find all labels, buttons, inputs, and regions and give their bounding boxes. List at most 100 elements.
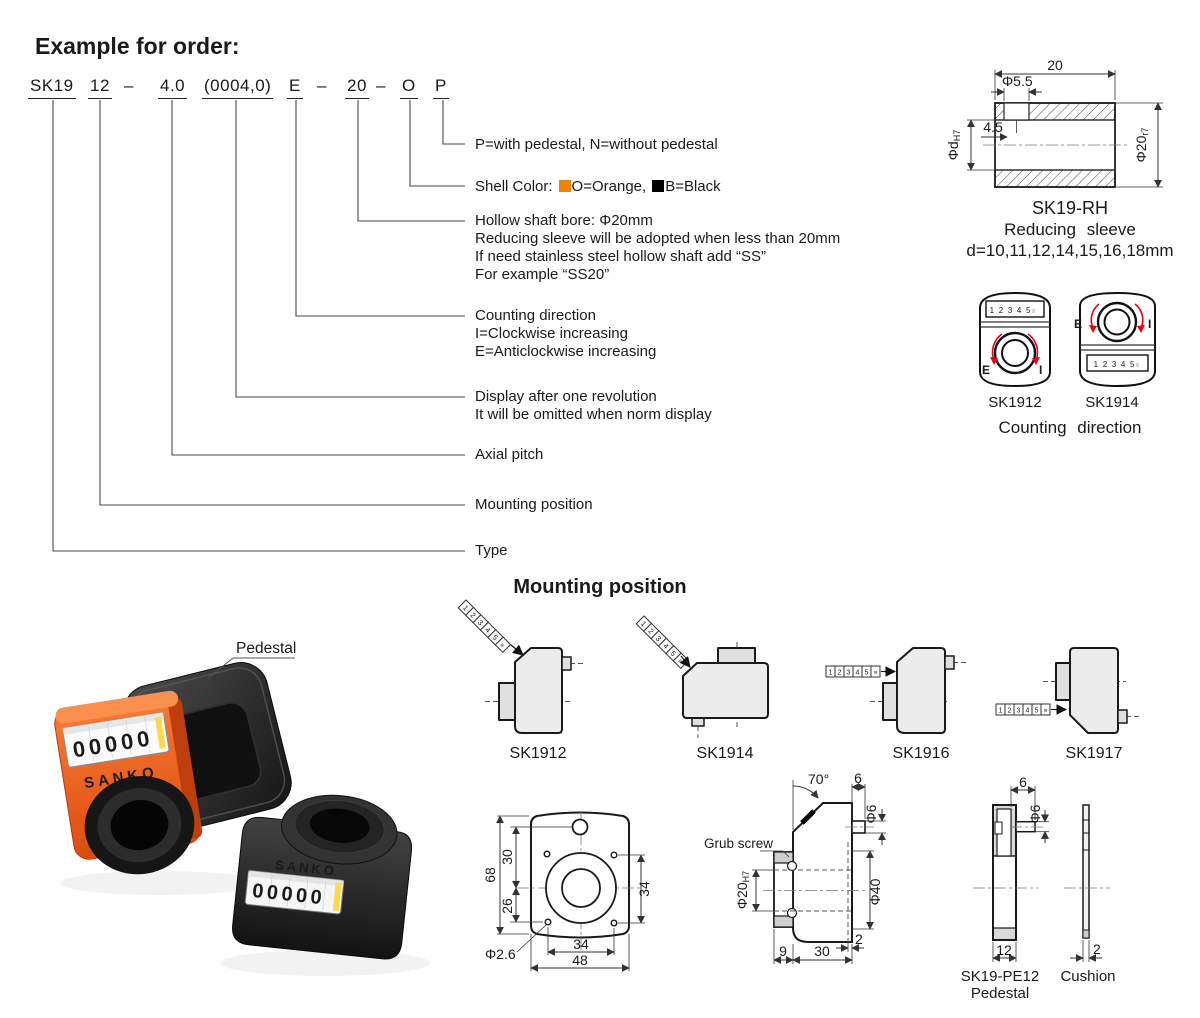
counting-fig-sk1912: 1 2 3 4 5≡ E I	[979, 291, 1051, 388]
sleeve-dim-length: 20	[1047, 57, 1063, 73]
mounting-model-label: SK1912	[510, 745, 567, 762]
note-bore: Hollow shaft bore: Φ20mm Reducing sleeve…	[475, 212, 840, 284]
note-axial-pitch: Axial pitch	[475, 446, 544, 463]
note-revolution: Display after one revolution It will be …	[475, 388, 712, 424]
front-view-drawing: 68 30 26 34 34 48 Φ2.6	[482, 811, 652, 972]
front-dim-holes: 34	[573, 936, 589, 952]
product-photo: 00000 SANKO SANKO 00000 Pedestal	[54, 640, 430, 976]
note-rev-line2: It will be omitted when norm display	[475, 406, 712, 423]
code-pedestal: P	[433, 76, 449, 99]
side-dim-depth: 30	[814, 943, 830, 959]
front-dim-upper: 30	[499, 849, 515, 865]
sleeve-dim-hole: Φ5.5	[1002, 73, 1033, 89]
svg-text:3: 3	[1017, 708, 1021, 715]
code-bore: 20	[345, 76, 369, 99]
brand-text: SANKO	[274, 857, 337, 878]
sleeve-title: SK19-RH	[1031, 198, 1109, 218]
svg-text:1: 1	[829, 670, 833, 677]
note-type: Type	[475, 542, 508, 559]
svg-text:5: 5	[1035, 708, 1039, 715]
note-dir-line2: I=Clockwise increasing	[475, 325, 628, 342]
mounting-model-label: SK1916	[893, 745, 950, 762]
cushion-caption: Cushion	[1060, 968, 1115, 985]
svg-text:1: 1	[999, 708, 1003, 715]
counting-fig-sk1914: 1 2 3 4 5≡ E I	[1074, 291, 1156, 388]
counting-e-label: E	[982, 363, 990, 377]
side-dim-od: Φ40	[867, 878, 883, 905]
sleeve-dim-depth: 4.5	[983, 119, 1003, 135]
svg-text:2: 2	[1008, 708, 1012, 715]
code-type: SK19	[28, 76, 76, 99]
counter-window-digits: 1 2 3 4 5≡	[990, 306, 1037, 315]
svg-text:3: 3	[654, 634, 663, 643]
side-dim-lip: 2	[855, 931, 863, 947]
ped-dim-tab: 6	[1019, 774, 1027, 790]
svg-text:5: 5	[865, 670, 869, 677]
svg-text:≡: ≡	[1044, 709, 1048, 715]
code-mounting: 12	[88, 76, 112, 99]
svg-text:2: 2	[646, 627, 655, 636]
front-dim-w: 48	[572, 952, 588, 968]
counting-e-label: E	[1074, 317, 1082, 331]
side-dim-tab: 6	[854, 770, 862, 786]
sleeve-range: d=10,11,12,14,15,16,18mm	[966, 241, 1174, 260]
note-rev-line1: Display after one revolution	[475, 388, 657, 405]
svg-text:3: 3	[847, 670, 851, 677]
black-swatch	[652, 180, 665, 192]
code-display: (0004,0)	[202, 76, 274, 99]
counting-arrows-sk1914: E I	[1074, 303, 1151, 333]
sleeve-dim-bore: ΦdH7	[945, 130, 962, 160]
black-indicator: SANKO 00000	[232, 794, 413, 960]
note-pedestal: P=with pedestal, N=without pedestal	[475, 136, 718, 153]
pedestal-title: SK19-PE12	[961, 968, 1039, 985]
sleeve-dim-od: Φ20r7	[1133, 128, 1150, 163]
cushion-drawing: 2 Cushion	[1060, 804, 1116, 985]
svg-text:4: 4	[661, 641, 670, 650]
ped-dim-tab-d: Φ6	[1027, 804, 1043, 823]
svg-text:4: 4	[856, 670, 860, 677]
side-dim-bore: Φ20H7	[734, 871, 751, 909]
shell-color-label: Shell Color:	[475, 178, 553, 195]
svg-text:2: 2	[468, 611, 477, 620]
counting-model1-label: SK1912	[988, 394, 1042, 411]
reducing-sleeve-drawing: 20 Φ5.5 4.5 ΦdH7 Φ20r7	[945, 57, 1163, 188]
mounting-model-label: SK1914	[697, 745, 754, 762]
counting-caption: Counting direction	[998, 418, 1142, 437]
note-dir-line1: Counting direction	[475, 307, 596, 324]
ped-dim-w: 12	[996, 942, 1012, 958]
page-title: Example for order:	[35, 33, 240, 59]
side-dim-tab-d: Φ6	[863, 804, 879, 823]
svg-text:1: 1	[639, 619, 648, 628]
svg-text:2: 2	[838, 670, 842, 677]
code-pitch: 4.0	[158, 76, 188, 99]
code-direction: E	[287, 76, 303, 99]
svg-text:4: 4	[483, 625, 492, 634]
front-dim-lower: 26	[499, 898, 515, 914]
code-dash-3: –	[376, 76, 386, 95]
svg-text:1: 1	[461, 603, 470, 612]
note-bore-line3: If need stainless steel hollow shaft add…	[475, 248, 766, 265]
note-bore-line4: For example “SS20”	[475, 266, 610, 283]
note-shell-color: Shell Color:O=Orange,B=Black	[475, 178, 721, 196]
orange-indicator: 00000 SANKO	[54, 690, 203, 875]
code-color: O	[400, 76, 418, 99]
sleeve-subtitle: Reducing sleeve	[1004, 220, 1136, 239]
mounting-heading: Mounting position	[513, 576, 687, 598]
counter-window-digits: 1 2 3 4 5≡	[1094, 360, 1141, 369]
orange-swatch	[558, 180, 571, 192]
counting-model2-label: SK1914	[1085, 394, 1139, 411]
svg-text:5: 5	[491, 633, 500, 642]
reducing-sleeve-caption: SK19-RH Reducing sleeve d=10,11,12,14,15…	[940, 198, 1200, 261]
shell-black-label: B=Black	[665, 178, 721, 195]
svg-text:4: 4	[1026, 708, 1030, 715]
